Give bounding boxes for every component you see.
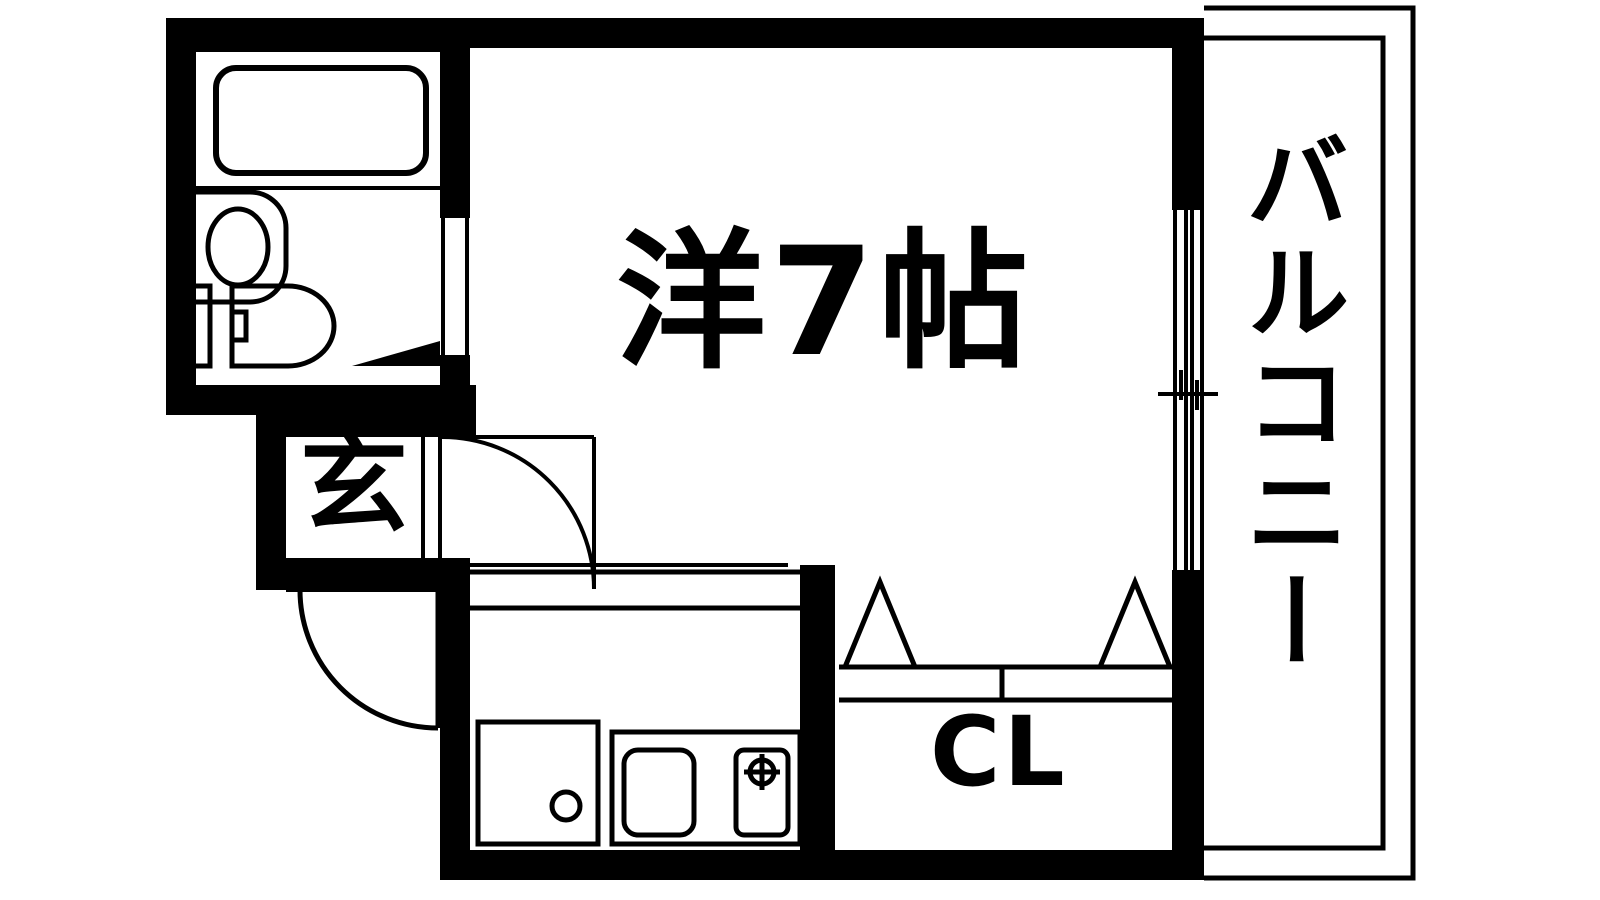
entrance-door-swing xyxy=(297,589,441,731)
washbasin-counter xyxy=(196,189,289,305)
bath-door-frame xyxy=(441,218,469,357)
toilet-bowl xyxy=(229,283,337,369)
closet-area xyxy=(839,575,1173,703)
washing-machine-drain xyxy=(549,789,583,823)
entrance-threshold xyxy=(286,558,440,592)
washing-machine-pan-shape xyxy=(475,719,601,847)
kitchen-counter-block xyxy=(609,729,803,847)
room-label-closet: CL xyxy=(930,696,1068,808)
balcony-outline xyxy=(1204,5,1416,881)
room-label-entrance: 玄 xyxy=(300,423,409,548)
toilet-tank xyxy=(196,283,213,369)
bathtub-shape xyxy=(213,65,429,176)
room-label-balcony: バルコニー xyxy=(1227,128,1349,678)
bath-door-symbol xyxy=(352,341,440,366)
gas-burner-plate xyxy=(733,747,791,838)
structural-walls xyxy=(166,18,1204,880)
unit-bath-room xyxy=(196,48,450,369)
kitchen-sink-shape xyxy=(621,747,697,838)
balcony-sliding-window xyxy=(1158,210,1218,570)
room-label-western-room: 洋7帖 xyxy=(616,216,1033,390)
kitchen-area xyxy=(470,563,803,847)
